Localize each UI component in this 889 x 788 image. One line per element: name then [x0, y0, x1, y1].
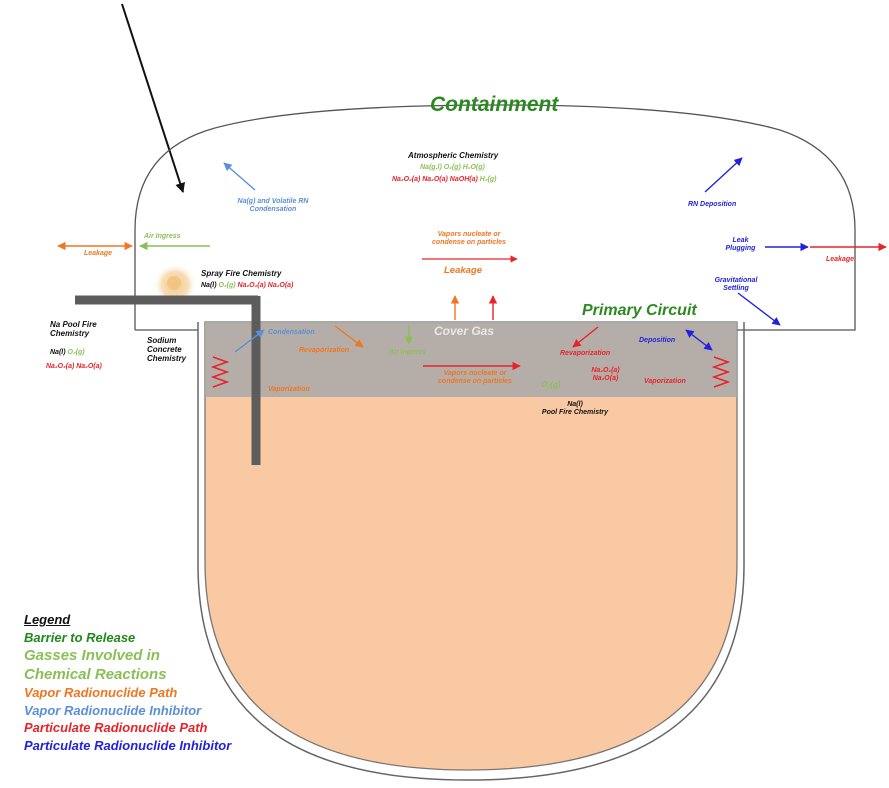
atmospheric-chemistry-heading: Atmospheric Chemistry [408, 151, 499, 160]
legend-gasses-1: Gasses Involved in [24, 647, 160, 664]
na2o2-inner-label: Na₂O₂(a)Na₂O(a) [591, 367, 620, 383]
legend-vapor-path: Vapor Radionuclide Path [24, 685, 178, 700]
sodium-pool [204, 321, 738, 771]
revaporization-right-label: Revaporization [560, 350, 611, 357]
deposition-arrow [685, 329, 713, 351]
containment-dome [134, 104, 856, 331]
legend-title: Legend [24, 612, 71, 627]
condensation-arrow [223, 162, 256, 191]
containment-title: Containment [430, 93, 559, 116]
spray-fire-equation: Na(l) O₂(g) Na₂O₂(a) Na₂O(a) [201, 282, 294, 289]
atmospheric-gases: Na(g,l) O₂(g) H₂O(g) [420, 164, 485, 171]
atmospheric-products: Na₂O₂(a) Na₂O(a) NaOH(a) H₂(g) [392, 176, 497, 183]
o2-inner-label: O₂(g) [541, 380, 561, 389]
vaporization-left-label: Vaporization [268, 386, 310, 393]
pool-fire-chemistry-label: Na(l)Pool Fire Chemistry [541, 401, 609, 417]
leakage-right-label: Leakage [826, 256, 855, 263]
na-pool-fire-products: Na₂O₂(a) Na₂O(a) [46, 363, 102, 370]
cover-gas-band [205, 322, 737, 397]
condensation-inner-arrow [234, 329, 265, 353]
rn-deposition-label: RN Deposition [688, 201, 737, 208]
air-ingress-top-label: Air Ingress [144, 233, 181, 240]
legend-barrier: Barrier to Release [24, 629, 136, 645]
pointer-arrow [121, 3, 185, 193]
legend: Legend Barrier to Release Gasses Involve… [24, 611, 231, 754]
air-ingress-inner-label: Air Ingress [389, 349, 426, 356]
vessel-outer-wall [197, 322, 745, 781]
legend-particulate-path: Particulate Radionuclide Path [24, 720, 208, 735]
legend-particulate-inhibitor: Particulate Radionuclide Inhibitor [24, 737, 232, 753]
revaporization-left-arrow [334, 325, 364, 348]
legend-gasses-2: Chemical Reactions [24, 666, 167, 683]
leakage-left-label: Leakage [84, 250, 113, 257]
condensation-inner-label: Condensation [268, 329, 315, 336]
revaporization-left-label: Revaporization [299, 347, 350, 354]
deposition-label: Deposition [639, 337, 676, 344]
na-pool-fire-gases: Na(l) O₂(g) [50, 349, 85, 356]
heat-zigzag-right [711, 356, 731, 388]
spray-fire-heading: Spray Fire Chemistry [201, 269, 282, 278]
rn-deposition-arrow [704, 157, 743, 193]
heat-zigzag-left [210, 356, 230, 388]
primary-circuit-label: Primary Circuit [582, 302, 697, 319]
legend-vapor-inhibitor: Vapor Radionuclide Inhibitor [24, 702, 202, 718]
grav-settling-arrow [737, 292, 781, 326]
leakage-center-label: Leakage [444, 265, 483, 276]
vaporization-right-label: Vaporization [644, 378, 686, 385]
cover-gas-label: Cover Gas [434, 324, 495, 338]
revaporization-right-arrow [572, 326, 599, 348]
